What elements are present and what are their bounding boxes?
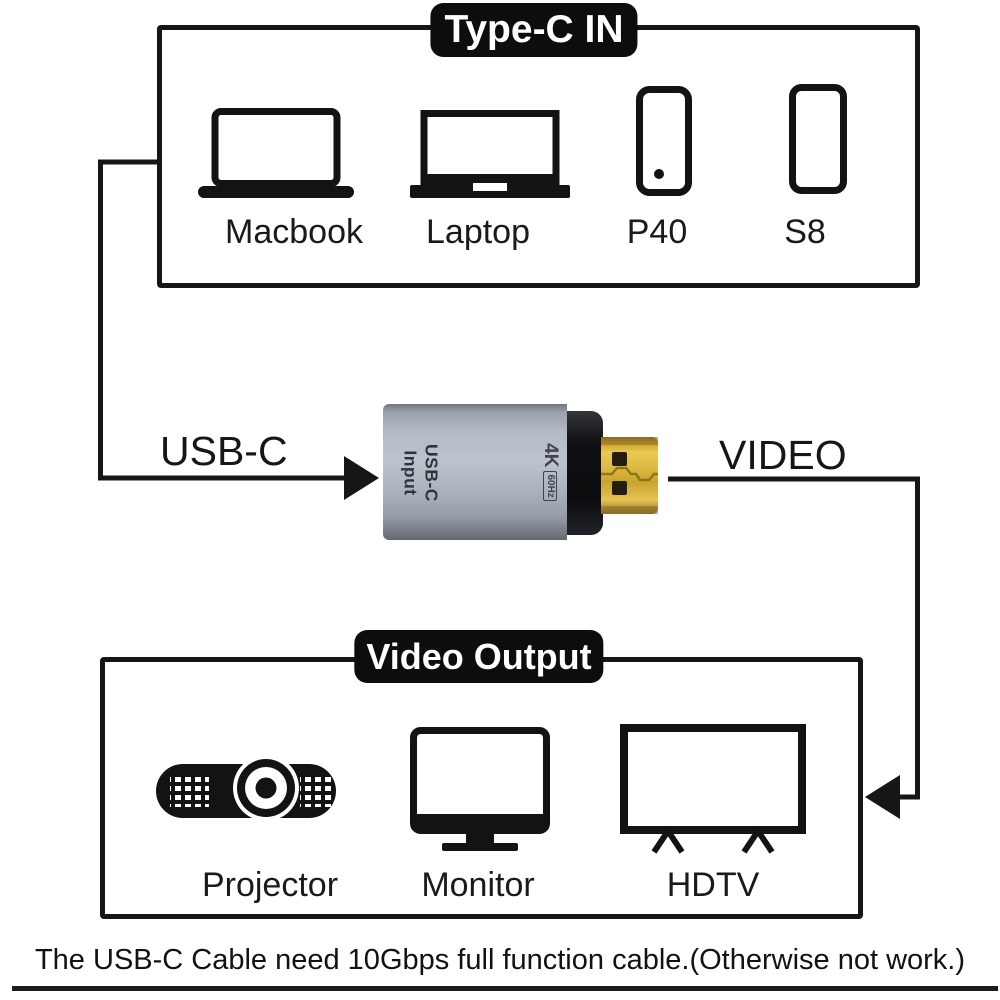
- device-label-laptop: Laptop: [426, 213, 530, 251]
- adapter-port-label-line1: USB-C: [421, 444, 442, 502]
- laptop-icon: [410, 110, 570, 198]
- video-output-badge: Video Output: [354, 630, 604, 683]
- footnote-text: The USB-C Cable need 10Gbps full functio…: [34, 944, 966, 976]
- video-label: VIDEO: [719, 432, 847, 478]
- hdmi-plug-detail: [601, 437, 658, 514]
- video-connector-line: [668, 476, 920, 800]
- adapter-body: [383, 404, 567, 540]
- adapter-60hz-label: 60Hz: [543, 471, 557, 501]
- device-label-s8: S8: [784, 213, 826, 251]
- adapter-spec-label: 4K 60Hz: [536, 438, 564, 506]
- type-c-in-badge: Type-C IN: [430, 3, 638, 57]
- usb-c-to-hdmi-adapter-image: USB-C Input 4K 60Hz: [383, 404, 660, 540]
- device-label-projector: Projector: [201, 866, 339, 904]
- adapter-port-label-line2: Input: [400, 450, 421, 496]
- adapter-4k-label: 4K: [540, 443, 561, 468]
- phone-p40-icon: [636, 86, 692, 196]
- device-label-p40: P40: [626, 213, 688, 251]
- hdmi-pin: [612, 481, 627, 495]
- hdmi-pin: [612, 452, 627, 466]
- projector-icon: [156, 755, 336, 821]
- device-label-macbook: Macbook: [225, 213, 363, 251]
- monitor-icon: [410, 727, 550, 851]
- device-label-hdtv: HDTV: [666, 866, 760, 904]
- macbook-icon: [198, 108, 354, 198]
- device-label-monitor: Monitor: [421, 866, 535, 904]
- arrow-right-icon: [344, 456, 379, 500]
- adapter-collar: [565, 411, 603, 535]
- footnote-divider: [12, 986, 998, 991]
- usb-c-label: USB-C: [160, 428, 288, 474]
- hdmi-plug-icon: [601, 437, 658, 514]
- phone-s8-icon: [789, 84, 847, 194]
- hdtv-icon: [620, 724, 806, 854]
- adapter-port-label: USB-C Input: [398, 431, 442, 516]
- usb-c-connector-line: [98, 159, 346, 481]
- arrow-left-icon: [865, 775, 900, 819]
